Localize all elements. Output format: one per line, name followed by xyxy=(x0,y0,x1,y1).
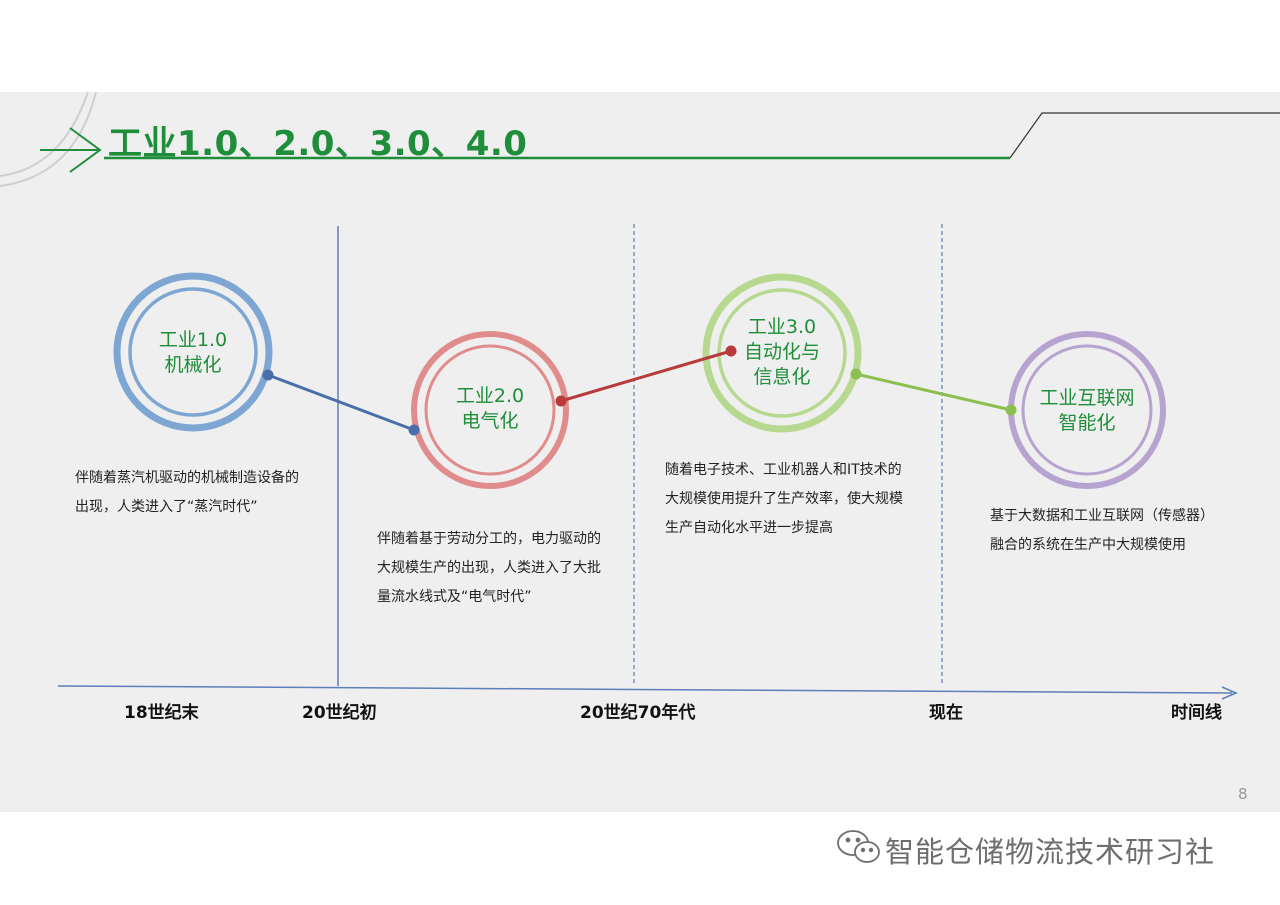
timeline-label-4: 现在 xyxy=(929,703,963,723)
stage-4-line1: 工业互联网 xyxy=(1039,387,1135,409)
stage-circle-1 xyxy=(113,272,273,432)
watermark-text: 智能仓储物流技术研习社 xyxy=(885,835,1216,869)
stage-4-line2: 智能化 xyxy=(1058,412,1116,434)
decorative-arcs xyxy=(0,91,97,187)
stage-1-label: 工业1.0 机械化 xyxy=(133,328,253,378)
timeline-label-3: 20世纪70年代 xyxy=(580,703,696,723)
timeline-label-2: 20世纪初 xyxy=(302,703,377,723)
page-number: 8 xyxy=(1238,785,1248,803)
stage-3-label: 工业3.0 自动化与 信息化 xyxy=(722,315,842,390)
connector-1 xyxy=(262,369,420,436)
stage-3-description: 随着电子技术、工业机器人和IT技术的大规模使用提升了生产效率，使大规模生产自动化… xyxy=(665,462,903,536)
stage-3-line1: 工业3.0 xyxy=(747,316,817,338)
stage-4-label: 工业互联网 智能化 xyxy=(1017,386,1157,436)
stage-3-line2: 自动化与 xyxy=(743,341,820,363)
stage-1-line1: 工业1.0 xyxy=(158,329,228,351)
wechat-icon xyxy=(837,830,880,863)
title-corner-line xyxy=(1009,112,1280,159)
stage-4-description: 基于大数据和工业互联网（传感器）融合的系统在生产中大规模使用 xyxy=(990,508,1214,553)
timeline-label-1: 18世纪末 xyxy=(124,703,199,723)
stage-2-description: 伴随着基于劳动分工的，电力驱动的大规模生产的出现，人类进入了大批量流水线式及“电… xyxy=(377,531,601,605)
stage-2-line2: 电气化 xyxy=(461,410,519,432)
connector-3 xyxy=(850,368,1017,416)
time-axis xyxy=(57,685,1233,694)
time-axis-arrowhead xyxy=(1221,686,1238,700)
stage-3-line3: 信息化 xyxy=(753,366,811,388)
timeline-label-5: 时间线 xyxy=(1171,703,1222,723)
page-title: 工业1.0、2.0、3.0、4.0 xyxy=(108,124,528,164)
stage-2-line1: 工业2.0 xyxy=(455,385,525,407)
stage-1-description: 伴随着蒸汽机驱动的机械制造设备的出现，人类进入了“蒸汽时代” xyxy=(75,470,299,515)
stage-2-label: 工业2.0 电气化 xyxy=(430,384,550,434)
title-arrow-icon xyxy=(40,127,102,173)
stage-circle-2 xyxy=(411,331,569,489)
stage-1-line2: 机械化 xyxy=(164,354,222,376)
connector-2 xyxy=(555,345,737,407)
